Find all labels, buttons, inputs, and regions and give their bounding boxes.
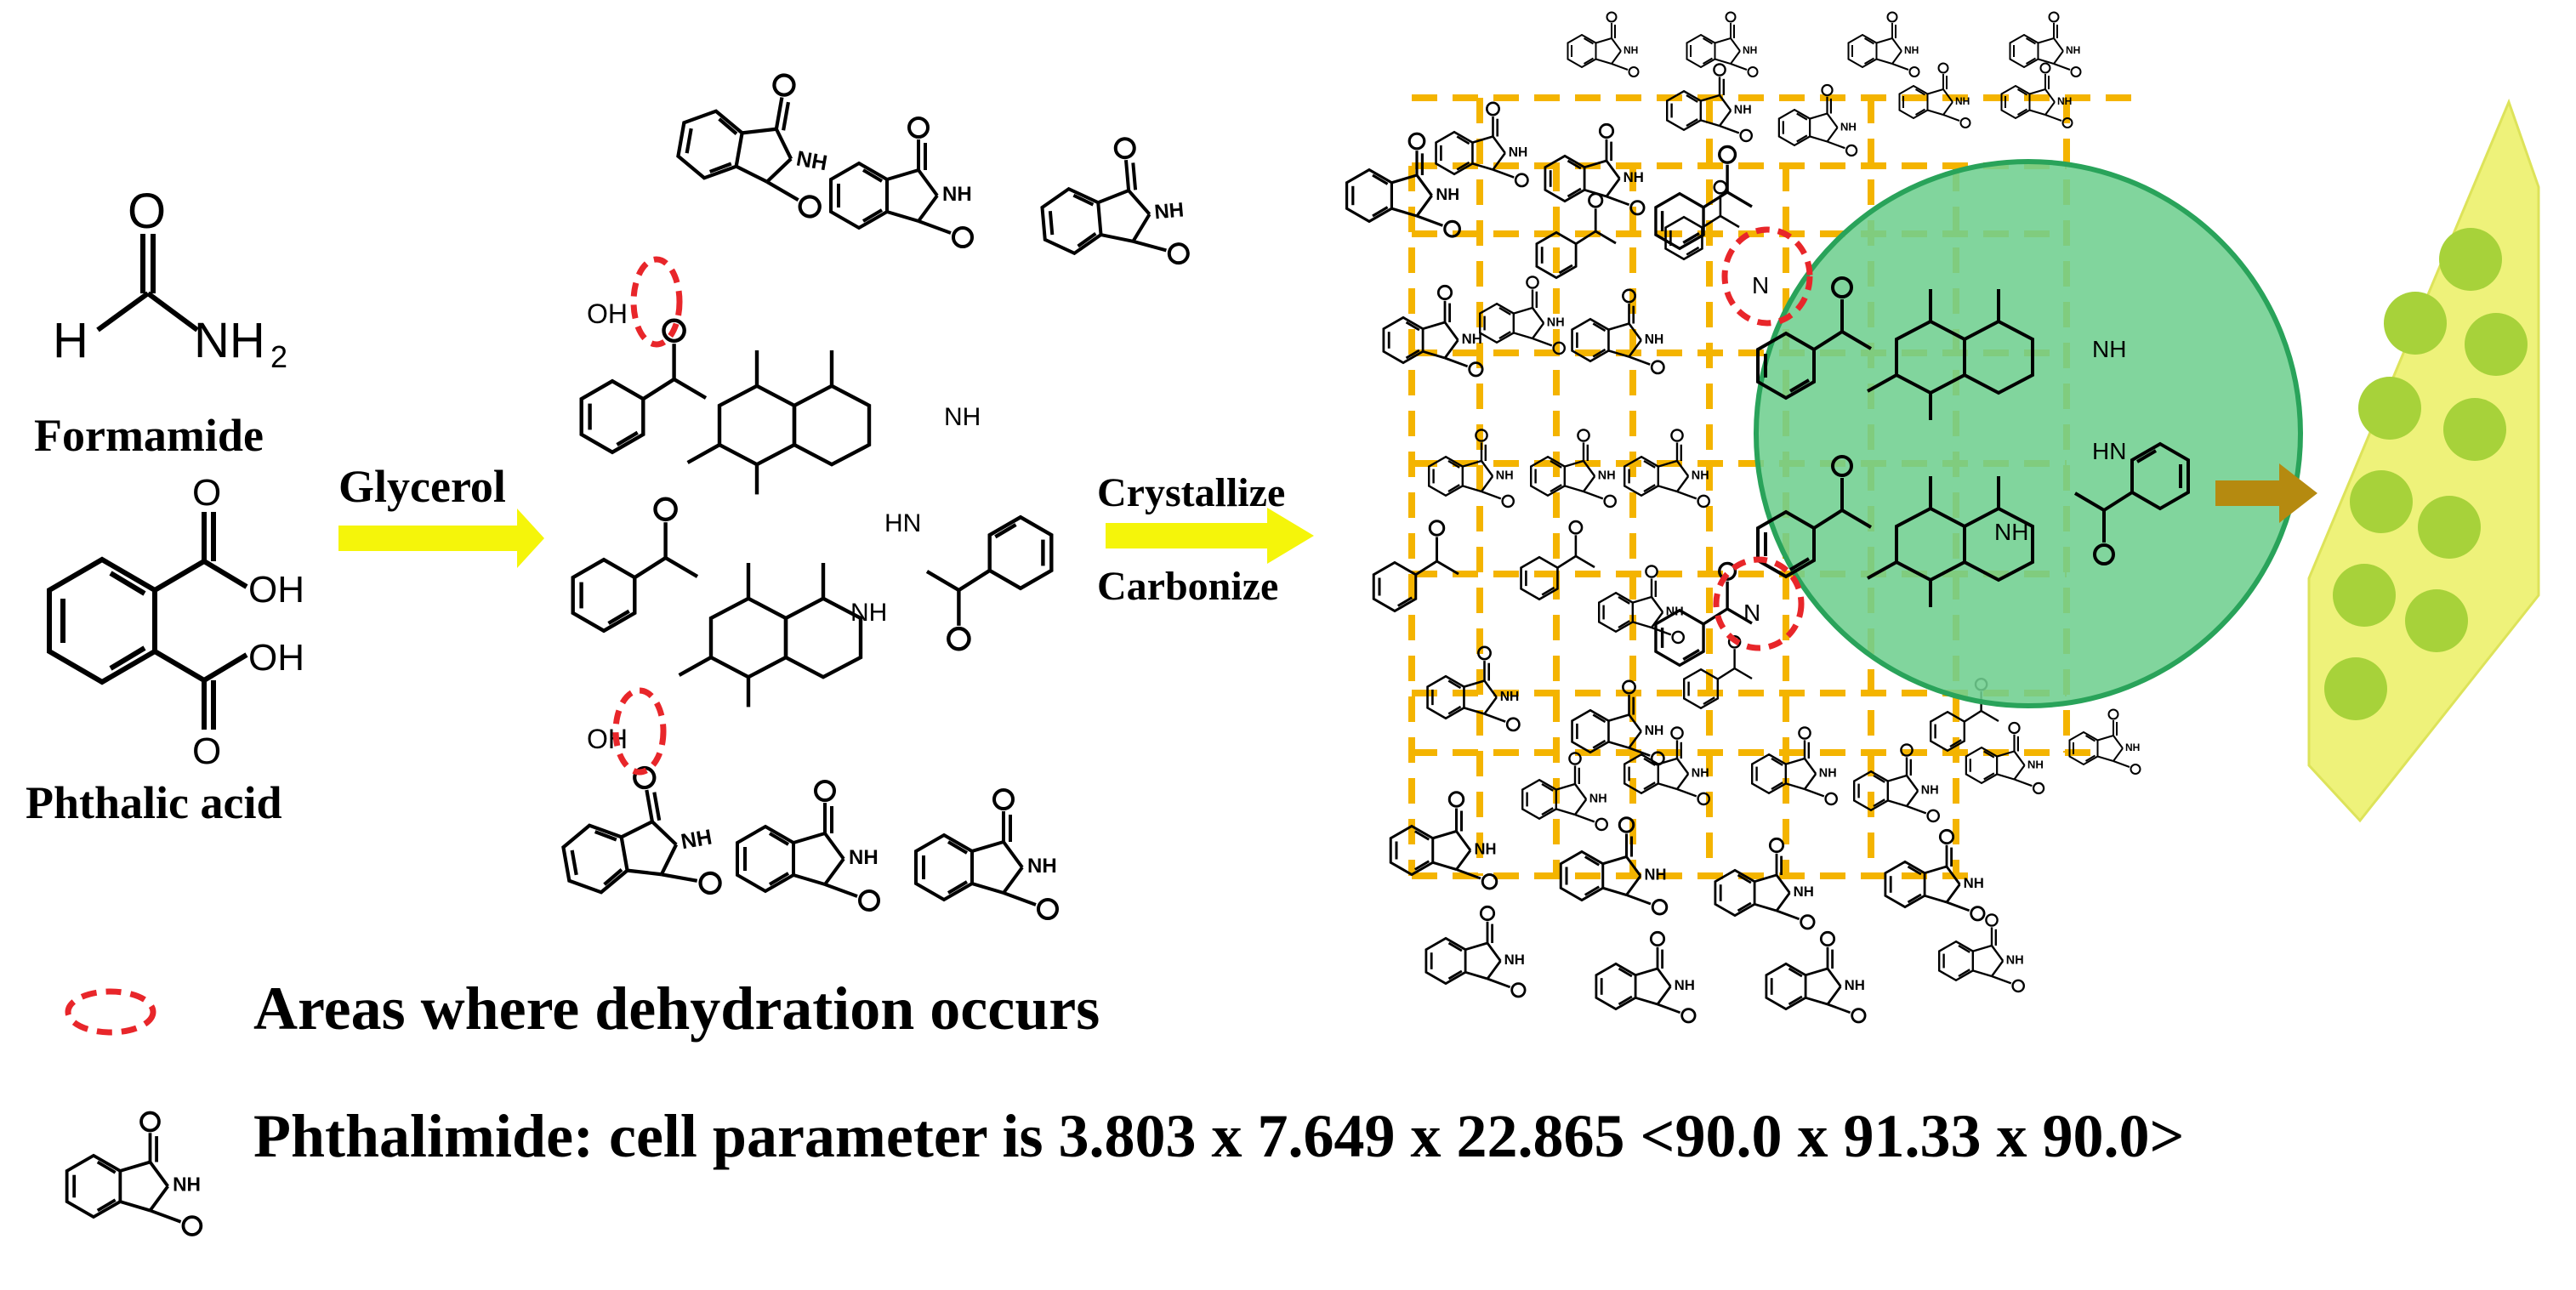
carbon-dot xyxy=(2333,564,2396,627)
dehydration-ring-mid-bottom xyxy=(612,687,667,776)
formamide-subscript: 2 xyxy=(270,339,287,374)
intermediate-network: OH OH NH HN NH xyxy=(552,60,1191,920)
dehydration-ring-mid-top xyxy=(630,256,683,348)
legend-dehydration-icon xyxy=(65,988,156,1036)
mid-oh-top: OH xyxy=(587,298,628,329)
legend-dehydration-text: Areas where dehydration occurs xyxy=(253,975,1100,1043)
legend-phthalimide-text: Phthalimide: cell parameter is 3.803 x 7… xyxy=(253,1102,2185,1170)
sphere-nh: NH xyxy=(2092,336,2126,362)
carbon-dot xyxy=(2350,470,2413,533)
formamide-label: Formamide xyxy=(34,410,264,461)
phthalic-acid-label: Phthalic acid xyxy=(26,777,282,828)
arrow3-icon xyxy=(2215,463,2317,523)
phthalic-acid-structure: O OH OH O xyxy=(47,472,304,772)
carbon-dot xyxy=(2443,398,2506,461)
carbon-dot xyxy=(2405,589,2468,652)
carbon-dot xyxy=(2384,292,2447,355)
carbon-dot xyxy=(2324,657,2387,720)
mid-nh-2: NH xyxy=(850,599,887,627)
carbon-dot xyxy=(2358,377,2421,440)
arrow2-icon xyxy=(1106,508,1314,564)
formamide-o-atom: O xyxy=(128,184,166,239)
carbon-dot xyxy=(2418,496,2481,559)
phthalic-oh-bottom: OH xyxy=(248,637,304,679)
sphere-hn: HN xyxy=(2092,438,2126,464)
phthalic-oh-top: OH xyxy=(248,569,304,611)
mid-hn: HN xyxy=(884,509,921,537)
phthalic-o-bottom: O xyxy=(192,730,221,772)
dehydration-ring-lattice-top xyxy=(1721,226,1813,327)
legend-phthalimide-icon xyxy=(65,1111,203,1236)
formamide-structure: O H NH 2 xyxy=(53,184,287,374)
formamide-nh-atom: NH xyxy=(194,313,265,368)
carbon-dot xyxy=(2465,313,2528,376)
sphere-nh-2: NH xyxy=(1994,519,2028,545)
sphere-molecules: NH NH HN N N xyxy=(1654,145,2190,667)
arrow1-label: Glycerol xyxy=(338,461,506,512)
carbon-dot xyxy=(2439,228,2502,291)
mid-nh: NH xyxy=(944,403,981,431)
arrow2-label-bottom: Carbonize xyxy=(1097,564,1278,609)
carbon-dots xyxy=(2324,228,2528,720)
crystal-domain-sphere xyxy=(1754,159,2303,708)
sphere-n-top: N xyxy=(1752,272,1769,298)
arrow2-label-top: Crystallize xyxy=(1097,470,1285,515)
arrow1-icon xyxy=(338,509,544,568)
phthalic-o-top: O xyxy=(192,472,221,514)
dehydration-ring-lattice-bottom xyxy=(1713,556,1805,651)
formamide-h-atom: H xyxy=(53,313,88,368)
sphere-n-bottom: N xyxy=(1743,600,1760,626)
mid-oh-bottom: OH xyxy=(587,724,628,754)
